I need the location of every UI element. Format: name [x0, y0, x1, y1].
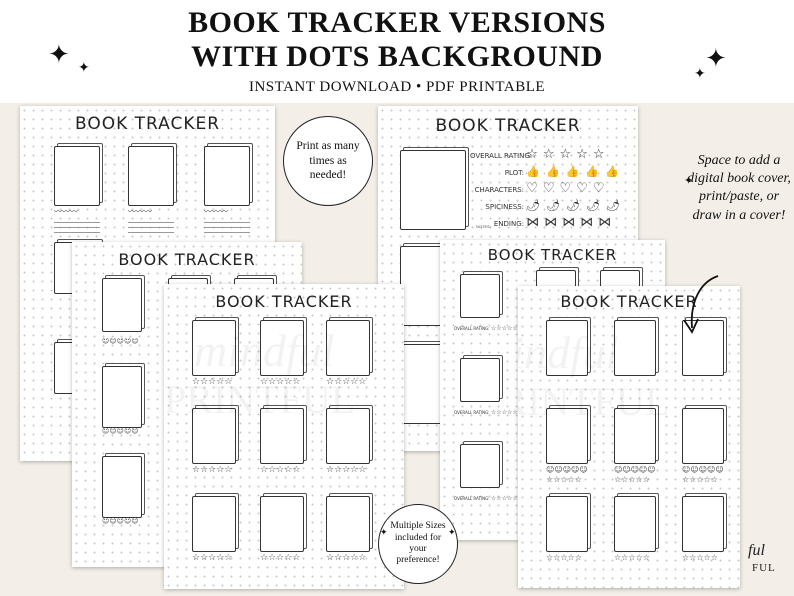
- star-rating-icon: ☆☆☆☆☆: [614, 554, 650, 562]
- book-cover-slot: [460, 274, 500, 318]
- notes-lines: [204, 218, 250, 236]
- notes-label: NOTES:: [476, 224, 491, 229]
- callout-text: Space to add a digital book cover, print…: [687, 153, 791, 223]
- sparkle-icon: ✦: [78, 60, 90, 76]
- rating-row-mini: OVERALL RATING: ☆☆☆☆☆: [454, 409, 518, 416]
- book-cover-slot: [102, 456, 142, 518]
- rating-row-spiciness: SPICINESS: 🌶🌶🌶🌶🌶: [485, 199, 627, 212]
- star-rating-icon: ☆☆☆☆☆: [260, 378, 301, 387]
- wave-rating-icon: 〰〰〰: [128, 208, 152, 216]
- book-cover-slot: [192, 320, 236, 376]
- print-badge: Print as many times as needed!: [283, 116, 373, 206]
- brand-logo-sub: FUL: [752, 562, 776, 574]
- brand-logo: ful: [748, 542, 765, 559]
- tracker-sheet-front-center: BOOK TRACKER ☆☆☆☆☆ ☆☆☆☆☆ ☆☆☆☆☆ ☆☆☆☆☆ ☆☆☆…: [164, 284, 404, 589]
- star-rating-icon: ☆☆☆☆☆: [546, 554, 582, 562]
- book-cover-slot: [204, 146, 250, 206]
- sheet-title: BOOK TRACKER: [560, 292, 698, 311]
- book-cover-slot: [192, 496, 236, 552]
- book-cover-slot: [326, 320, 370, 376]
- star-rating-icon: ☆☆☆☆☆: [326, 378, 367, 387]
- sheet-title: BOOK TRACKER: [215, 292, 353, 311]
- wave-rating-icon: 〰〰〰: [204, 208, 228, 216]
- sparkle-icon: ✦: [380, 528, 388, 538]
- smiley-rating-icon: ☺☺☺☺☺: [102, 518, 139, 525]
- sheet-title: BOOK TRACKER: [487, 246, 618, 264]
- wave-rating-icon: 〰〰〰: [54, 208, 78, 216]
- sparkle-icon: ✦: [48, 40, 70, 70]
- star-rating-icon: ☆☆☆☆☆: [260, 466, 301, 475]
- watermark-text: PRINTFUL: [518, 379, 670, 424]
- star-rating-icon: ☆☆☆☆☆: [192, 554, 233, 563]
- book-cover-slot: [546, 408, 588, 464]
- book-cover-slot: [682, 496, 724, 552]
- star-rating-icon: ☆☆☆☆☆: [614, 476, 650, 484]
- book-cover-slot: [326, 408, 370, 464]
- rating-row-ending: ENDING: ⋈⋈⋈⋈⋈: [493, 215, 617, 230]
- rating-row-mini: OVERALL RATING: ☆☆☆☆☆: [454, 325, 518, 332]
- book-cover-slot: [102, 366, 142, 428]
- book-cover-slot: [682, 320, 724, 376]
- smiley-rating-icon: ☺☺☺☺☺: [102, 338, 139, 345]
- page-title-line2: WITH DOTS BACKGROUND: [191, 40, 603, 73]
- smiley-rating-icon: ☺☺☺☺☺: [546, 466, 588, 474]
- sparkle-icon: ✦: [705, 44, 727, 74]
- book-cover-slot: [400, 150, 466, 230]
- book-cover-slot: [326, 496, 370, 552]
- rating-row-characters: CHARACTERS: ♡♡♡♡♡: [474, 181, 610, 196]
- book-cover-slot: [128, 146, 174, 206]
- book-cover-slot: [260, 496, 304, 552]
- watermark-text: PRINTFUL: [164, 377, 356, 422]
- star-rating-icon: ☆☆☆☆☆: [546, 476, 582, 484]
- page-title-line1: BOOK TRACKER VERSIONS: [188, 6, 606, 39]
- page-subtitle: INSTANT DOWNLOAD • PDF PRINTABLE: [248, 79, 546, 95]
- star-rating-icon: ☆☆☆☆☆: [326, 466, 367, 475]
- star-rating-icon: ☆☆☆☆☆: [682, 554, 718, 562]
- rating-row-overall: OVERALL RATING: ☆☆☆☆☆: [470, 147, 610, 162]
- smiley-rating-icon: ☺☺☺☺☺: [682, 466, 724, 474]
- sparkle-icon: ✦: [684, 174, 694, 187]
- star-rating-icon: ☆☆☆☆☆: [326, 554, 367, 563]
- book-cover-slot: [614, 408, 656, 464]
- book-cover-slot: [260, 408, 304, 464]
- arrow-icon: [683, 275, 719, 334]
- tracker-sheet-front-right: BOOK TRACKER ☺☺☺☺☺ ☺☺☺☺☺ ☺☺☺☺☺ ☆☆☆☆☆ ☆☆☆…: [518, 286, 740, 588]
- rating-row-mini: OVERALL RATING: ☆☆☆☆☆: [454, 495, 518, 502]
- book-cover-slot: [54, 146, 100, 206]
- book-cover-slot: [102, 278, 142, 332]
- smiley-rating-icon: ☺☺☺☺☺: [614, 466, 656, 474]
- sheet-title: BOOK TRACKER: [118, 250, 256, 269]
- notes-lines: [54, 218, 100, 236]
- watermark-text: mindful: [194, 325, 335, 376]
- sizes-badge: Multiple Sizes included for your prefere…: [378, 504, 458, 584]
- smiley-rating-icon: ☺☺☺☺☺: [102, 428, 139, 435]
- star-rating-icon: ☆☆☆☆☆: [682, 476, 718, 484]
- star-rating-icon: ☆☆☆☆☆: [260, 554, 301, 563]
- star-rating-icon: ☆☆☆☆☆: [192, 466, 233, 475]
- book-cover-slot: [460, 358, 500, 402]
- sheet-title: BOOK TRACKER: [435, 116, 581, 136]
- book-cover-slot: [614, 320, 656, 376]
- book-cover-slot: [614, 496, 656, 552]
- book-cover-slot: [546, 496, 588, 552]
- sparkle-icon: ✦: [694, 66, 706, 82]
- watermark-text: mindful: [518, 327, 619, 378]
- notes-lines: [128, 218, 174, 236]
- rating-row-plot: PLOT: 👍👍👍👍👍: [504, 165, 625, 178]
- sheet-title: BOOK TRACKER: [74, 114, 221, 134]
- book-cover-slot: [192, 408, 236, 464]
- book-cover-slot: [260, 320, 304, 376]
- book-cover-slot: [546, 320, 588, 376]
- book-cover-slot: [460, 444, 500, 488]
- sparkle-icon: ✦: [448, 528, 456, 538]
- book-cover-slot: [682, 408, 724, 464]
- star-rating-icon: ☆☆☆☆☆: [192, 378, 233, 387]
